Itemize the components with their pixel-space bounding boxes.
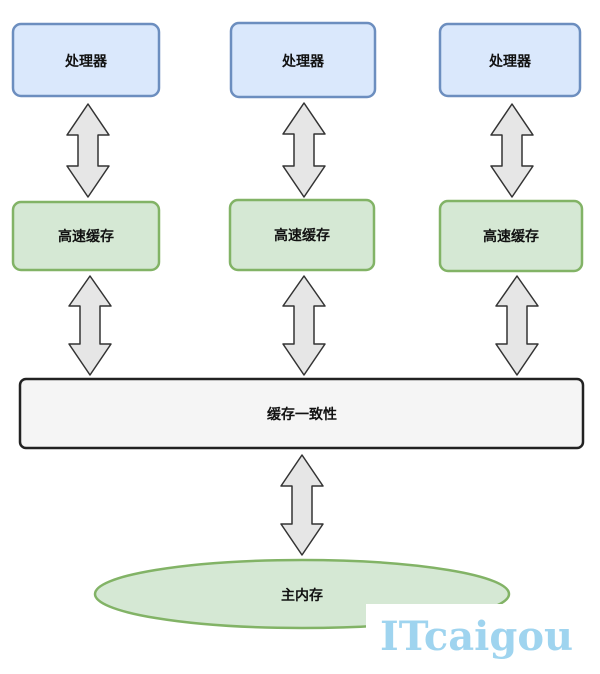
main-memory-label: 主内存 [281,587,323,604]
cache-box-2: 高速缓存 [228,198,376,272]
processor-label-1: 处理器 [64,53,108,70]
cache-label-1: 高速缓存 [58,228,114,245]
watermark-backdrop [366,604,586,662]
cache-coherence-label: 缓存一致性 [267,406,337,423]
cache-box-1: 高速缓存 [11,200,161,272]
processor-box-2: 处理器 [229,21,377,99]
double-arrow-cache-coherence-3 [495,275,539,376]
double-arrow-processor-cache-2 [282,102,326,198]
cache-coherence-box: 缓存一致性 [18,377,585,450]
double-arrow-processor-cache-3 [490,103,534,198]
double-arrow-processor-cache-1 [66,103,110,198]
processor-box-1: 处理器 [11,22,161,98]
processor-label-2: 处理器 [281,53,325,70]
cache-box-3: 高速缓存 [438,199,584,273]
double-arrow-coherence-memory [280,454,324,556]
double-arrow-cache-coherence-1 [68,275,112,376]
processor-box-3: 处理器 [438,22,582,98]
double-arrow-cache-coherence-2 [282,275,326,376]
processor-label-3: 处理器 [488,53,532,70]
watermark-text: ITcaigou [380,613,573,660]
cache-label-3: 高速缓存 [483,228,539,245]
cache-label-2: 高速缓存 [274,227,330,244]
